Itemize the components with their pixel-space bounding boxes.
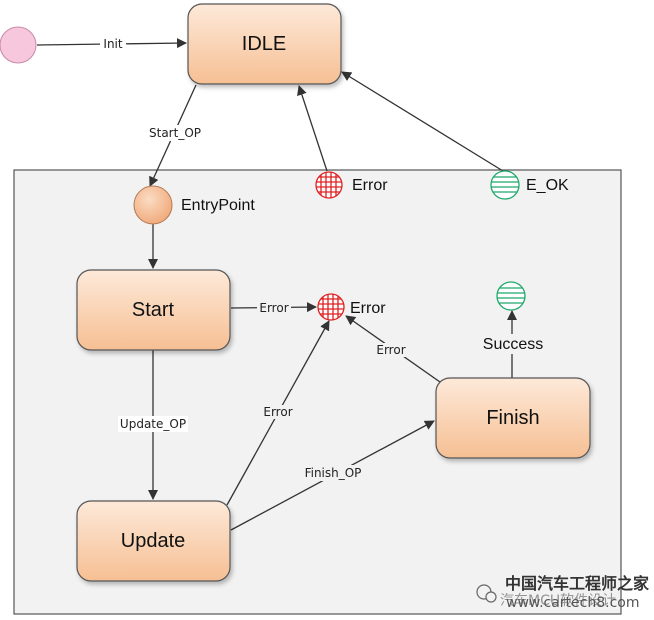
label-update-error: Error: [261, 405, 295, 419]
exit-point-success-inner: [496, 281, 526, 311]
state-update: Update: [76, 500, 231, 582]
state-start: Start: [76, 269, 231, 351]
state-start-name: Start: [132, 299, 175, 321]
label-update-op: Update_OP: [118, 416, 188, 432]
label-start-error: Error: [257, 301, 291, 315]
state-update-name: Update: [121, 530, 186, 552]
label-init: Init: [100, 37, 126, 51]
wechat-icon: [476, 584, 497, 603]
exit-point-error-inner-label: Error: [350, 300, 386, 317]
state-idle-name: IDLE: [242, 33, 286, 55]
watermark-url: www.cartech8.com: [506, 595, 639, 611]
svg-text:Init: Init: [103, 37, 122, 51]
label-finish-error: Error: [374, 343, 408, 357]
exit-point-error-top-label: Error: [352, 177, 388, 194]
svg-text:Error: Error: [263, 405, 292, 419]
label-start-op: Start_OP: [146, 125, 204, 141]
exit-point-error-inner: Error: [317, 293, 386, 321]
transition-error-to-idle: [297, 85, 328, 172]
label-success: Success: [480, 334, 544, 354]
exit-point-error-top: Error: [315, 171, 388, 199]
entry-point-label: EntryPoint: [181, 197, 255, 214]
transition-eok-to-idle: [341, 71, 504, 172]
state-idle: IDLE: [187, 3, 342, 85]
svg-text:Error: Error: [259, 301, 288, 315]
svg-text:Finish_OP: Finish_OP: [305, 466, 362, 480]
exit-point-eok-top-label: E_OK: [526, 177, 569, 194]
svg-text:Success: Success: [483, 336, 543, 353]
watermark-account: 汽车MCU软件设计: [500, 592, 616, 609]
svg-text:Error: Error: [376, 343, 405, 357]
label-finish-op: Finish_OP: [302, 465, 364, 481]
state-finish: Finish: [435, 377, 591, 459]
watermark: 中国汽车工程师之家 汽车MCU软件设计 www.cartech8.com: [476, 574, 650, 611]
svg-text:Update_OP: Update_OP: [120, 417, 186, 431]
state-finish-name: Finish: [486, 407, 539, 429]
entry-point: EntryPoint: [133, 185, 255, 225]
watermark-chinese: 中国汽车工程师之家: [505, 574, 650, 593]
svg-text:Start_OP: Start_OP: [149, 126, 201, 140]
exit-point-eok-top: E_OK: [490, 170, 569, 200]
initial-state: [0, 26, 37, 64]
